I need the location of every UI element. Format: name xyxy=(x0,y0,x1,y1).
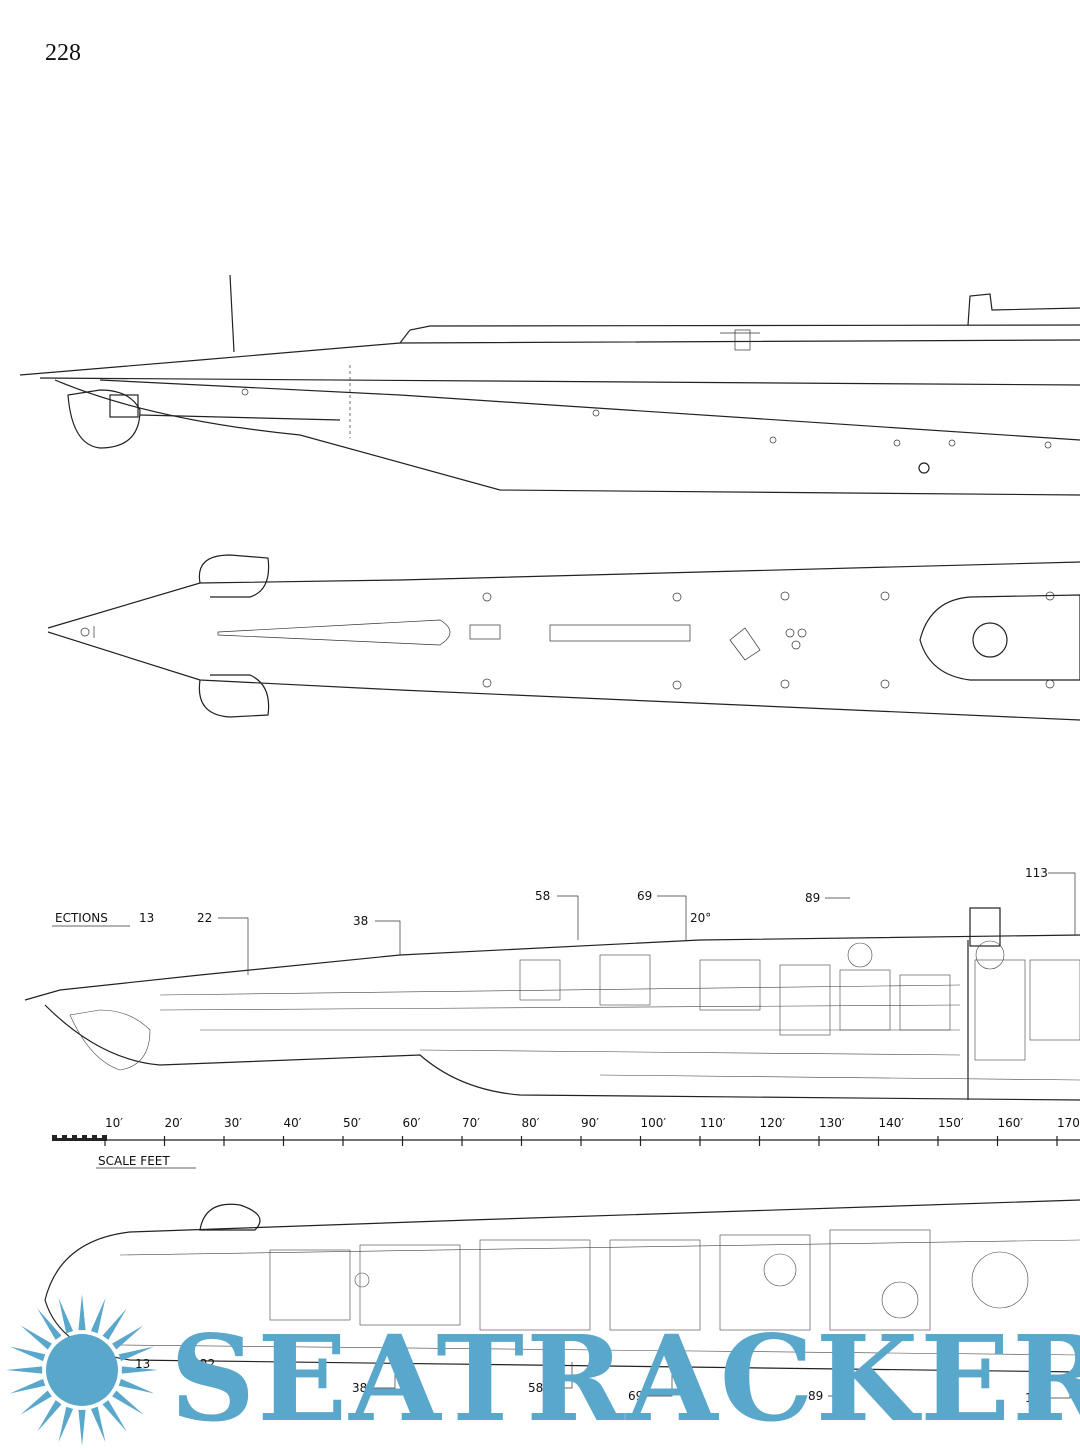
scale-tick-label: 80′ xyxy=(522,1116,540,1130)
scale-tick-label: 100′ xyxy=(641,1116,667,1130)
sun-ray xyxy=(112,1325,144,1350)
sun-ray xyxy=(90,1297,106,1334)
sun-ray xyxy=(90,1406,106,1443)
section-marker: 13 xyxy=(139,911,154,925)
section-marker: 58 xyxy=(528,1381,543,1395)
scale-tick-label: 150′ xyxy=(938,1116,964,1130)
sun-ray xyxy=(58,1406,74,1443)
sections-header: ECTIONS xyxy=(55,911,108,925)
sun-logo-icon xyxy=(6,1294,158,1446)
scale-tick-label: 170 xyxy=(1057,1116,1080,1130)
scale-tick-label: 60′ xyxy=(403,1116,421,1130)
sun-ray xyxy=(37,1400,62,1432)
scale-tick-label: 20′ xyxy=(165,1116,183,1130)
lower-deck-plan xyxy=(44,1199,1080,1373)
scale-tick-label: 50′ xyxy=(343,1116,361,1130)
scale-tick-label: 70′ xyxy=(462,1116,480,1130)
scale-tick-label: 10′ xyxy=(105,1116,123,1130)
sun-ray xyxy=(9,1378,46,1394)
section-marker: 38 xyxy=(353,914,368,928)
deck-plan-view xyxy=(47,554,1080,721)
inboard-profile xyxy=(24,907,1080,1101)
section-markers-top: ECTIONS 13 22 38 58 69 20° 89 113 xyxy=(52,866,1076,975)
watermark-text: SEATRACKER.RU xyxy=(170,1309,1080,1448)
scale-tick-label: 160′ xyxy=(998,1116,1024,1130)
sun-ray xyxy=(58,1297,74,1334)
section-marker: 89 xyxy=(805,891,820,905)
section-marker: 58 xyxy=(535,889,550,903)
sun-ray xyxy=(112,1390,144,1415)
watermark: SEATRACKER.RU xyxy=(6,1294,1080,1448)
sun-ray xyxy=(78,1409,86,1446)
section-marker: 38 xyxy=(352,1381,367,1395)
sun-ray xyxy=(118,1378,155,1394)
section-marker: 22 xyxy=(200,1357,215,1371)
sun-ray xyxy=(20,1325,52,1350)
sun-ray xyxy=(20,1390,52,1415)
sun-ray xyxy=(121,1366,158,1374)
sun-ray xyxy=(78,1294,86,1331)
scale-bar: 10′ 20′ 30′ 40′ 50′ 60′ 70′ 80′ 90′ 100′ 110′ 120′ 1… xyxy=(52,1116,1080,1169)
section-markers-bottom: 13 22 38 58 69 89 113 xyxy=(135,1357,1071,1405)
sun-ray xyxy=(6,1366,43,1374)
sun-ray xyxy=(37,1308,62,1340)
scale-tick-label: 120′ xyxy=(760,1116,786,1130)
sun-ray xyxy=(118,1346,155,1362)
scale-tick-label: 40′ xyxy=(284,1116,302,1130)
section-marker: 89 xyxy=(808,1389,823,1403)
scale-tick-label: 130′ xyxy=(819,1116,845,1130)
section-marker: 22 xyxy=(197,911,212,925)
scale-tick-label: 90′ xyxy=(581,1116,599,1130)
section-marker: 69 xyxy=(628,1389,643,1403)
section-marker: 113 xyxy=(1025,1391,1048,1405)
external-profile xyxy=(19,274,1080,496)
sun-ray xyxy=(102,1308,127,1340)
section-marker: 113 xyxy=(1025,866,1048,880)
sun-ray xyxy=(9,1346,46,1362)
section-angle: 20° xyxy=(690,911,711,925)
scale-label: SCALE FEET xyxy=(98,1154,170,1168)
scale-tick-label: 140′ xyxy=(879,1116,905,1130)
scale-tick-label: 30′ xyxy=(224,1116,242,1130)
scale-tick-label: 110′ xyxy=(700,1116,726,1130)
section-marker: 69 xyxy=(637,889,652,903)
section-marker: 13 xyxy=(135,1357,150,1371)
sun-ray xyxy=(102,1400,127,1432)
page-number: 228 xyxy=(45,40,81,66)
